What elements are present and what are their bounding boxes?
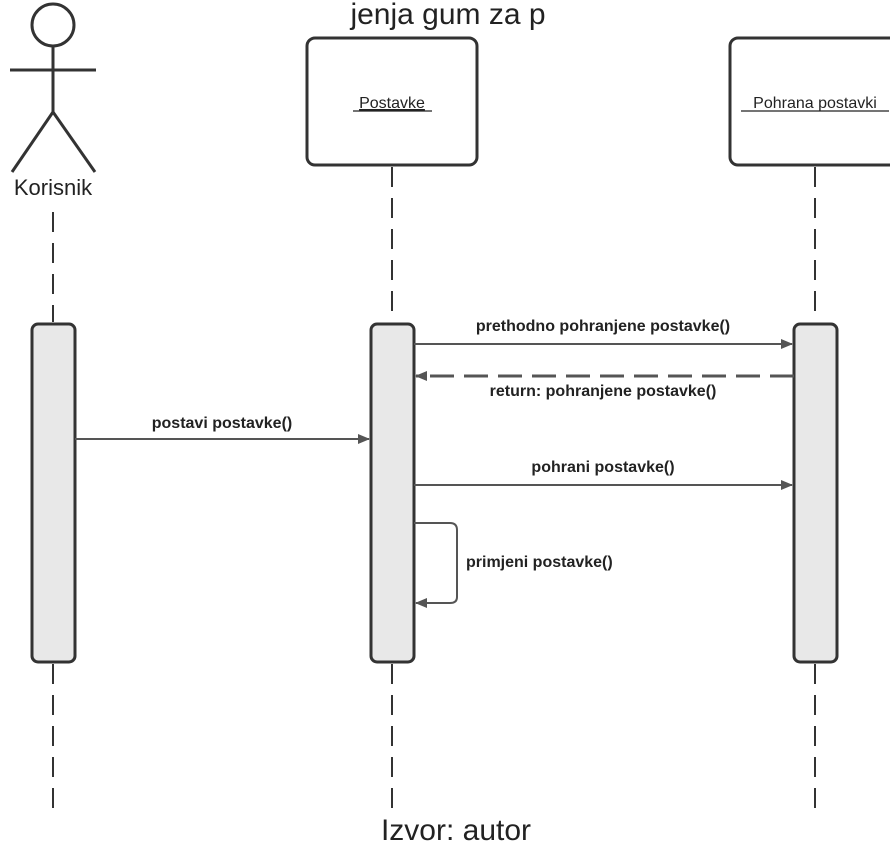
message-label-prethodno: prethodno pohranjene postavke() [476, 318, 730, 335]
message-label-return: return: pohranjene postavke() [490, 383, 717, 400]
participant-label-postavke: Postavke [359, 95, 425, 112]
participant-box-pohrana-postavki [728, 36, 890, 167]
message-label-primjeni: primjeni postavke() [466, 554, 613, 571]
message-label-postavi: postavi postavke() [152, 415, 292, 432]
message-arrow-primjeni-self [414, 522, 458, 608]
diagram-title-fragment: jenja gum za p [349, 0, 545, 31]
activation-bar-postavke [369, 322, 416, 664]
activation-bar-korisnik [30, 322, 77, 664]
actor-stick-figure-icon [10, 2, 97, 173]
activation-bar-pohrana [792, 322, 839, 664]
actor-label: Korisnik [14, 175, 93, 200]
participant-label-pohrana-postavki: Pohrana postavki [753, 95, 877, 112]
participant-box-postavke [305, 36, 479, 167]
figure-caption: Izvor: autor [381, 814, 531, 846]
message-label-pohrani: pohrani postavke() [531, 459, 674, 476]
